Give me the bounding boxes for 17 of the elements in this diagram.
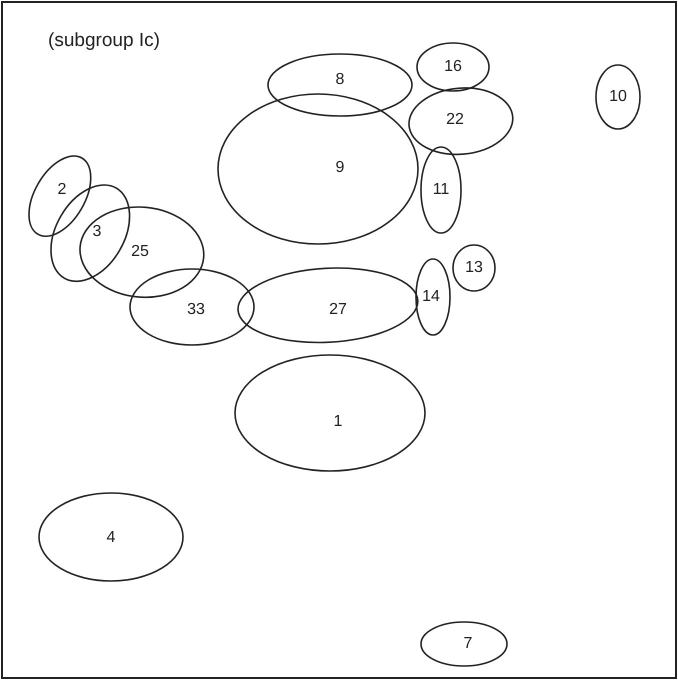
region-number: 33 (187, 301, 205, 319)
diagram-title: (subgroup Ic) (48, 30, 160, 52)
region-number: 14 (422, 288, 440, 306)
region-number: 1 (334, 413, 342, 431)
region-number: 8 (336, 71, 344, 89)
region-number: 2 (58, 180, 66, 199)
region-number: 11 (432, 181, 450, 199)
region-number: 3 (92, 222, 102, 241)
region-number: 16 (444, 58, 462, 76)
region-number: 10 (609, 88, 627, 106)
region-number: 9 (336, 159, 344, 177)
region-number: 4 (106, 529, 116, 547)
region-number: 7 (464, 635, 472, 653)
region-number: 27 (329, 300, 347, 319)
region-number: 22 (446, 110, 464, 129)
region-number: 13 (465, 259, 483, 277)
region-number: 25 (131, 242, 149, 261)
